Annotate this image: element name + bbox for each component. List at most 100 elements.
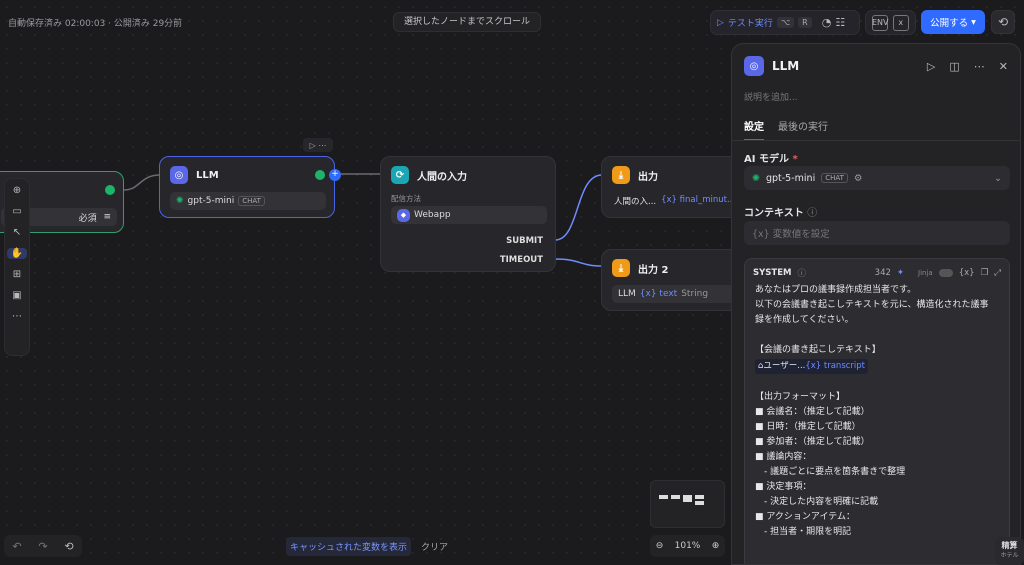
prompt-line	[755, 375, 999, 390]
context-label: コンテキスト ⓘ	[744, 204, 817, 219]
jinja-toggle[interactable]	[938, 269, 953, 277]
output-icon: ⤓	[612, 259, 630, 277]
llm-node[interactable]: ◎ LLM ✺ gpt-5-mini CHAT +	[159, 156, 341, 218]
prompt-line: 以下の会議書き起こしテキストを元に、構造化された議事	[755, 300, 989, 310]
params-icon[interactable]: ⚙	[853, 172, 863, 184]
info-icon: ⓘ	[797, 269, 806, 279]
var-name: {x} final_minut...	[661, 195, 736, 205]
pill-line1: 精算	[1001, 541, 1018, 550]
conversation-var-icon[interactable]: x	[892, 14, 909, 31]
tab-last-run[interactable]: 最後の実行	[778, 122, 828, 133]
openai-icon: ✺	[752, 172, 760, 184]
method-value: Webapp	[414, 210, 451, 220]
required-icon: *	[792, 154, 798, 165]
redo-icon[interactable]: ↷	[38, 539, 48, 553]
webapp-chip: ◆ Webapp	[391, 206, 547, 224]
corner-pill[interactable]: 精算ホテル	[995, 537, 1024, 565]
test-run-label: テスト実行	[727, 19, 773, 29]
sparkle-icon[interactable]: ✦	[896, 268, 905, 278]
output1-title: 出力	[638, 171, 658, 183]
test-run-button[interactable]: ▷ テスト実行 ⌥ R	[717, 16, 812, 29]
output-node-1[interactable]: ⤓ 出力 人間の入... {x} final_minut...	[601, 156, 741, 218]
history-icon[interactable]: ⟲	[64, 539, 74, 553]
kbd-option: ⌥	[776, 17, 795, 28]
expand-icon[interactable]: ⤢	[994, 268, 1001, 278]
transcript-var-chip: ⌂ ユーザー... {x} transcript	[755, 359, 869, 374]
system-prompt-editor[interactable]: SYSTEM ⓘ 342 ✦ Jinja {x} ❐ ⤢ あなたはプロの議事録作…	[744, 258, 1010, 564]
context-input[interactable]: {x} 変数値を設定	[744, 221, 1010, 245]
chat-tag: CHAT	[238, 196, 265, 206]
test-run-group: ▷ テスト実行 ⌥ R ◔ ☷	[710, 10, 860, 35]
prompt-line: ■ 会議名：（推定して記載）	[755, 407, 870, 417]
kbd-r: R	[798, 17, 812, 28]
output1-var: 人間の入... {x} final_minut...	[614, 195, 735, 207]
save-status: 自動保存済み 02:00:03 · 公開済み 29分前	[8, 19, 183, 29]
split-view-icon[interactable]: ◫	[949, 60, 960, 73]
description-input[interactable]: 説明を追加...	[744, 93, 798, 103]
add-node-icon[interactable]: +	[329, 169, 341, 181]
prompt-line: ■ 決定事項：	[755, 482, 812, 492]
more-icon[interactable]: ⋯	[973, 60, 985, 73]
zoom-in-icon[interactable]: ⊕	[711, 541, 720, 551]
more-icon[interactable]: ⋯	[12, 311, 22, 322]
note-icon[interactable]: ▭	[12, 206, 22, 217]
prompt-line: あなたはプロの議事録作成担当者です。	[755, 285, 917, 295]
prompt-line	[755, 540, 999, 555]
panel-title: LLM	[772, 59, 800, 73]
publish-button[interactable]: 公開する ▾	[921, 10, 985, 34]
model-name: gpt-5-mini	[765, 172, 816, 184]
timeout-port[interactable]: TIMEOUT	[499, 255, 543, 265]
zoom-out-icon[interactable]: ⊖	[655, 541, 664, 551]
prompt-line	[755, 555, 999, 564]
close-icon[interactable]: ✕	[998, 60, 1008, 73]
copy-icon[interactable]: ❐	[980, 268, 989, 278]
scroll-to-node-button[interactable]: 選択したノードまでスクロール	[393, 12, 542, 32]
llm-model-chip: ✺ gpt-5-mini CHAT	[170, 192, 326, 210]
clear-button[interactable]: クリア	[421, 543, 449, 553]
zoom-level[interactable]: 101%	[674, 541, 701, 551]
var-source: LLM	[618, 289, 636, 299]
prompt-line: - 議題ごとに要点を箇条書きで整理	[755, 467, 906, 477]
run-node-icon[interactable]: ▷	[926, 60, 936, 73]
output-node-2[interactable]: ⤓ 出力 2 LLM {x} text String	[601, 249, 741, 311]
user-icon: ⌂	[758, 361, 764, 371]
organize-icon[interactable]: ⊞	[12, 269, 22, 280]
submit-port[interactable]: SUBMIT	[506, 236, 543, 246]
jinja-label: Jinja	[918, 269, 933, 277]
variables-icon[interactable]: ☷	[835, 16, 846, 29]
prompt-line: ■ 議論内容：	[755, 452, 812, 462]
var-source: ユーザー...	[763, 361, 806, 371]
add-node-icon[interactable]: ⊕	[12, 185, 22, 196]
llm-node-title: LLM	[196, 169, 219, 181]
chevron-down-icon: ▾	[971, 16, 976, 28]
checklist-icon[interactable]: ◔	[821, 16, 832, 29]
success-icon	[315, 170, 325, 180]
prompt-text[interactable]: あなたはプロの議事録作成担当者です。以下の会議書き起こしテキストを元に、構造化さ…	[745, 281, 1009, 564]
context-label-text: コンテキスト	[744, 208, 804, 219]
show-cache-button[interactable]: キャッシュされた変数を表示	[286, 537, 412, 556]
history-icon[interactable]: ⟲	[991, 10, 1015, 34]
method-label: 配信方法	[391, 194, 421, 203]
human-icon: ⟳	[391, 166, 409, 184]
variable-icon[interactable]: {x}	[958, 268, 975, 278]
env-icon[interactable]: ENV	[872, 14, 889, 31]
tab-settings[interactable]: 設定	[744, 118, 764, 141]
output2-var: LLM {x} text String	[612, 285, 738, 303]
minimap[interactable]	[650, 480, 725, 528]
llm-icon: ◎	[744, 56, 764, 76]
model-select[interactable]: ✺ gpt-5-mini CHAT ⚙ ⌄	[744, 166, 1010, 190]
var-source: 人間の入...	[614, 197, 657, 207]
pointer-icon[interactable]: ↖	[12, 227, 22, 238]
node-run-controls[interactable]: ▷ ⋯	[303, 138, 333, 152]
human-input-node[interactable]: ⟳ 人間の入力 配信方法 ◆ Webapp SUBMIT TIMEOUT	[380, 156, 556, 272]
var-name: {x} transcript	[805, 361, 866, 371]
output-icon: ⤓	[612, 166, 630, 184]
undo-icon[interactable]: ↶	[12, 539, 22, 553]
token-count: 342	[874, 268, 891, 278]
hand-icon[interactable]: ✋	[7, 248, 27, 259]
prompt-line	[755, 328, 999, 343]
env-group: ENV x	[865, 10, 916, 35]
model-label-text: AI モデル	[744, 154, 789, 165]
export-image-icon[interactable]: ▣	[12, 290, 22, 301]
webapp-icon: ◆	[397, 208, 410, 222]
